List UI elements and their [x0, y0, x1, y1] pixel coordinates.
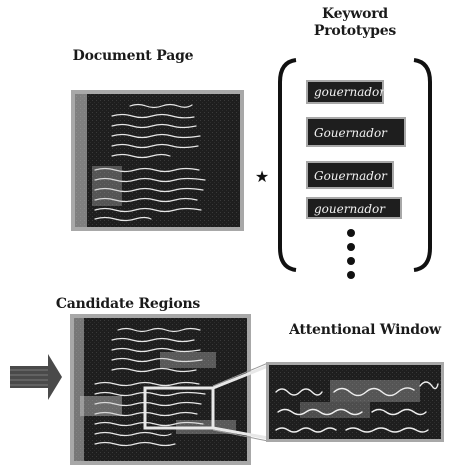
candidate-regions-label: Candidate Regions: [55, 296, 201, 312]
right-bracket-icon: [413, 58, 432, 272]
convolution-star-icon: ★: [255, 167, 269, 186]
prototype-image-4: gouernador: [306, 197, 402, 219]
svg-text:Gouernador: Gouernador: [314, 169, 388, 183]
svg-text:Gouernador: Gouernador: [314, 126, 388, 140]
prototype-image-2: Gouernador: [306, 117, 406, 147]
svg-text:gouernador: gouernador: [314, 85, 386, 99]
prototype-image-3: Gouernador: [306, 161, 394, 189]
right-arrow-icon: [10, 354, 62, 400]
zoom-connector-outline: [212, 362, 269, 442]
candidate-highlight-box: [143, 386, 215, 430]
left-bracket-icon: [278, 58, 297, 272]
prototype-image-1: gouernador: [306, 80, 386, 104]
document-page-image: [71, 90, 244, 231]
zoom-connector-lines: [212, 364, 269, 440]
document-page-label: Document Page: [72, 48, 194, 64]
attentional-window-label: Attentional Window: [289, 322, 441, 338]
keyword-prototypes-label: Keyword Prototypes: [313, 6, 397, 39]
svg-text:gouernador: gouernador: [314, 202, 386, 216]
ellipsis-dots-icon: [347, 229, 355, 279]
attentional-window-image: [266, 362, 444, 442]
